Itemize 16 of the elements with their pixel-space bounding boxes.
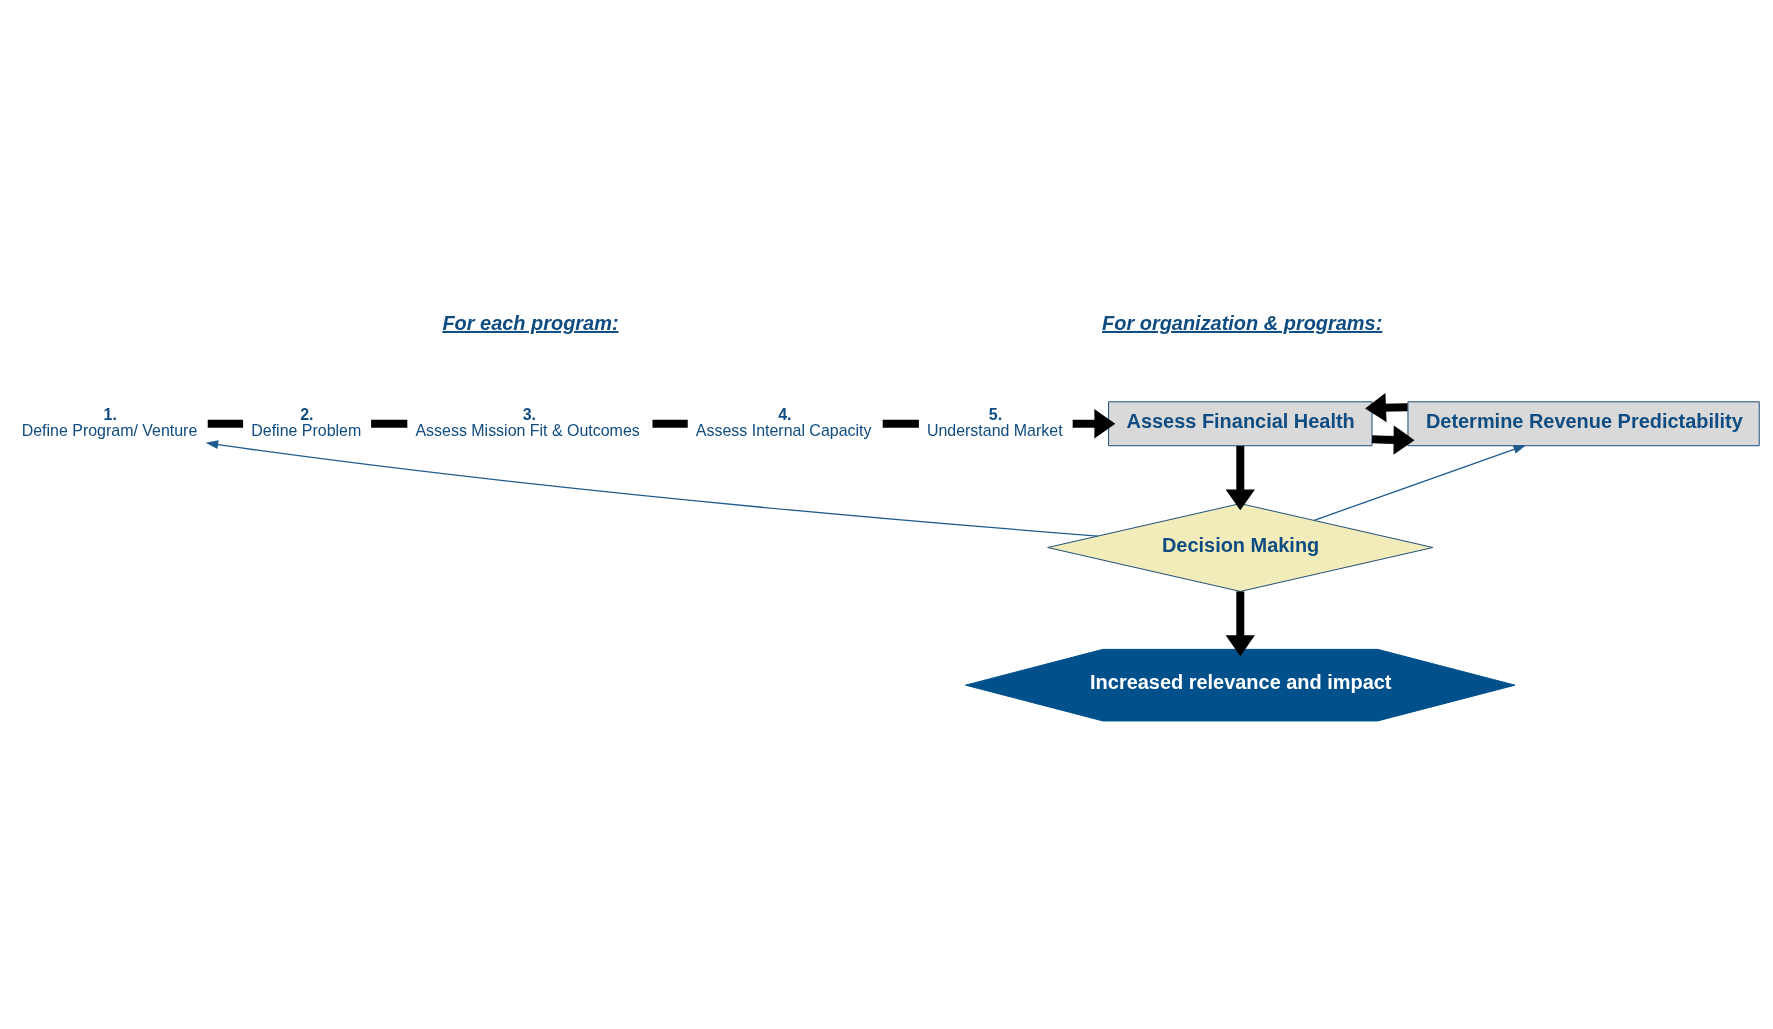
node-text: 4. Assess Internal Capacity — [695, 405, 872, 439]
node-text: 1. Define Program/ Venture — [21, 405, 198, 439]
arrow — [1365, 393, 1408, 423]
arrow — [205, 440, 1099, 537]
node-diamond: Decision Making — [1047, 503, 1434, 592]
node-text: 3. Assess Mission Fit & Outcomes — [415, 405, 640, 439]
node-text: 5. Understand Market — [926, 405, 1063, 439]
node-box: Determine Revenue Predictability — [1407, 401, 1760, 447]
arrow — [1371, 425, 1415, 455]
label: For organization & programs: — [1102, 311, 1383, 334]
arrow — [1313, 445, 1527, 521]
arrow — [1225, 445, 1255, 511]
label: For each program: — [442, 311, 619, 334]
arrow — [1225, 591, 1255, 657]
node-text: 2. Define Problem — [251, 405, 362, 439]
node-box: Assess Financial Health — [1108, 401, 1373, 447]
